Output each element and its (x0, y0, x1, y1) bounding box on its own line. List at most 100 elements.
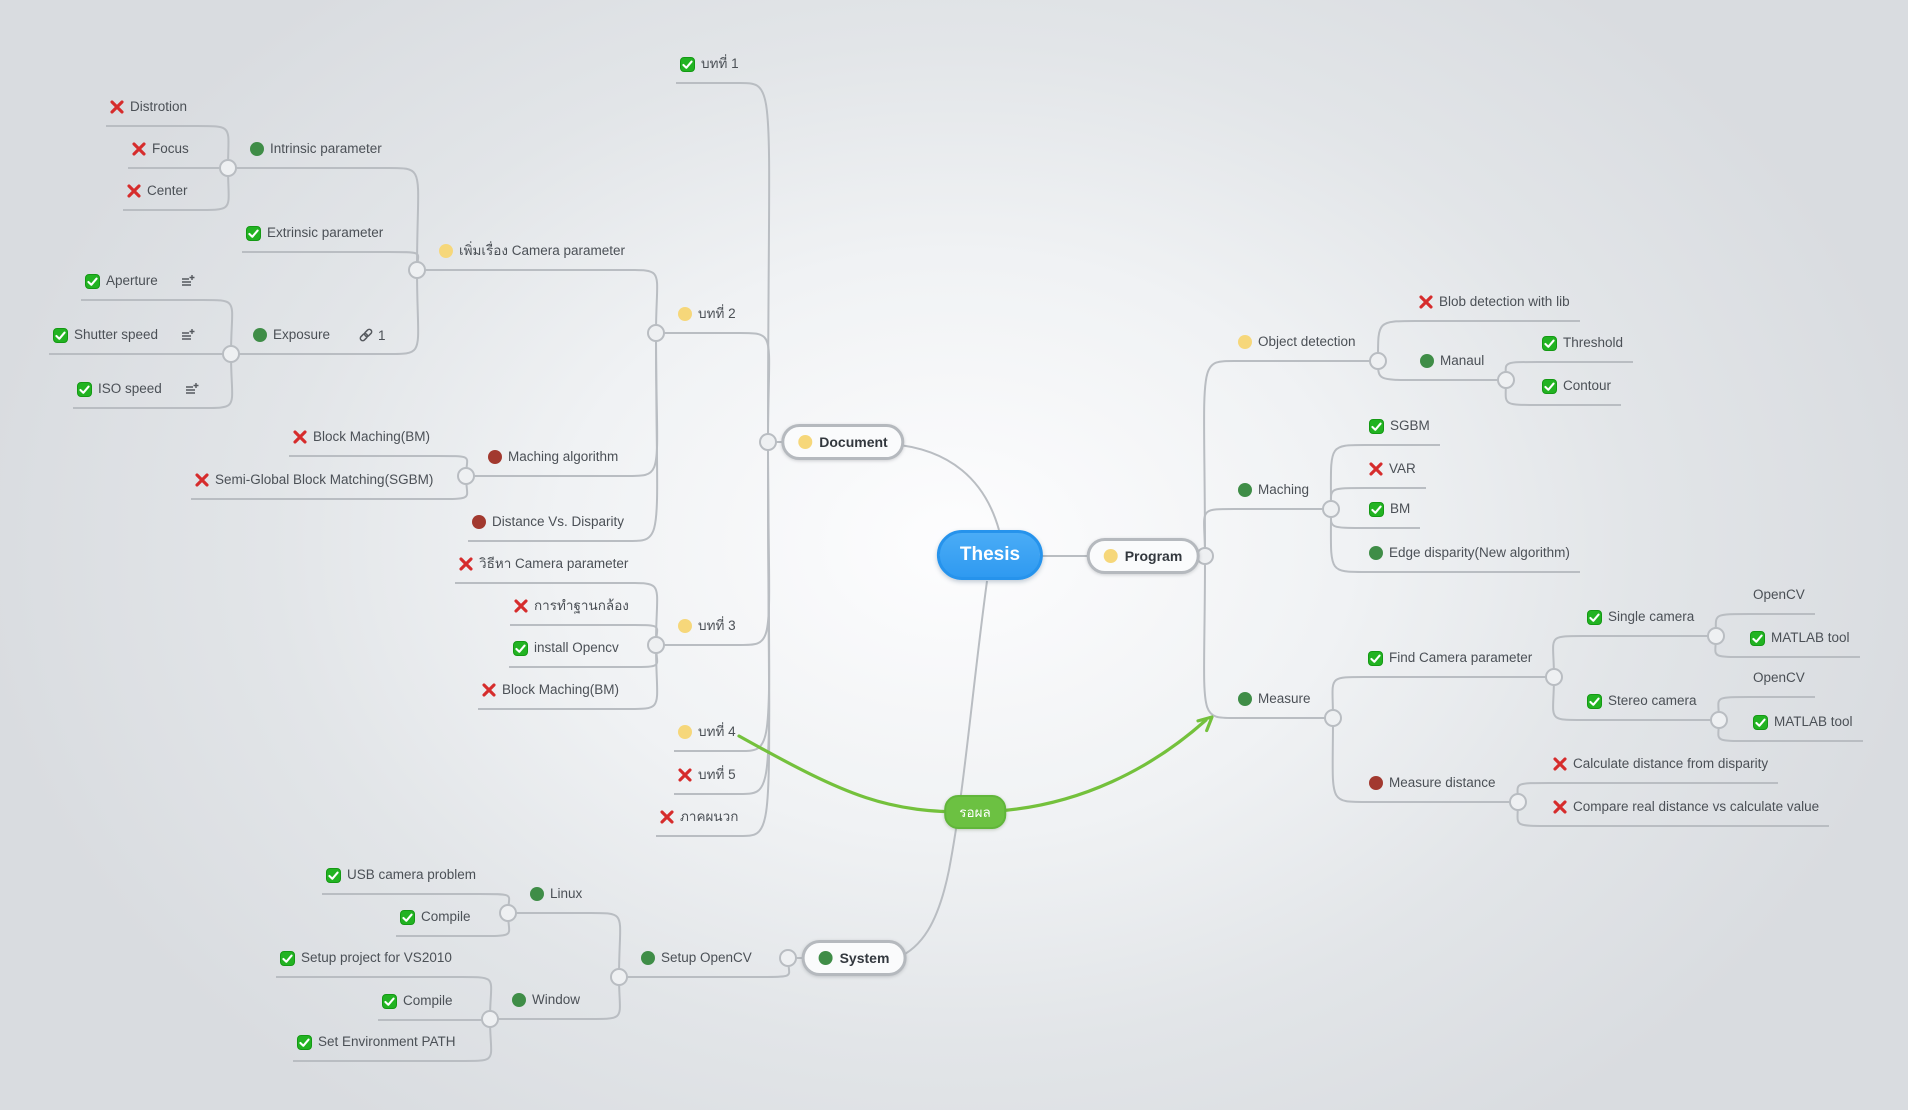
node-window[interactable]: Window (512, 990, 580, 1010)
node-blob[interactable]: Blob detection with lib (1419, 292, 1570, 312)
node-compile2[interactable]: Compile (382, 991, 453, 1011)
node-stereo_cam[interactable]: Stereo camera (1587, 691, 1697, 711)
node-compile1[interactable]: Compile (400, 907, 471, 927)
green-status-dot-icon (1420, 354, 1434, 368)
node-dist_disp[interactable]: Distance Vs. Disparity (472, 512, 624, 532)
cross-icon (514, 599, 528, 613)
link-icon[interactable]: 1 (358, 327, 386, 343)
collapse-handle[interactable] (647, 636, 665, 654)
node-center[interactable]: Center (127, 181, 188, 201)
node-bk2[interactable]: บทที่ 2 (678, 304, 736, 324)
collapse-handle[interactable] (1497, 371, 1515, 389)
check-icon (297, 1034, 312, 1050)
node-sgbm1[interactable]: Semi-Global Block Matching(SGBM) (195, 470, 433, 490)
node-shutter[interactable]: Shutter speed (53, 325, 195, 345)
node-label: Shutter speed (74, 327, 159, 342)
node-setup_ocv[interactable]: Setup OpenCV (641, 948, 752, 968)
node-find_cam[interactable]: Find Camera parameter (1368, 648, 1532, 668)
node-focus[interactable]: Focus (132, 139, 189, 159)
branch-line (508, 912, 622, 978)
node-single_cam[interactable]: Single camera (1587, 607, 1694, 627)
collapse-handle[interactable] (457, 467, 475, 485)
node-label: เพิ่มเรื่อง Camera parameter (459, 243, 626, 258)
collapse-handle[interactable] (408, 261, 426, 279)
node-bm2[interactable]: Block Maching(BM) (482, 680, 619, 700)
collapse-handle[interactable] (647, 324, 665, 342)
collapse-handle[interactable] (1369, 352, 1387, 370)
node-edge_disp[interactable]: Edge disparity(New algorithm) (1369, 543, 1570, 563)
collapse-handle[interactable] (1707, 627, 1725, 645)
node-bk5[interactable]: บทที่ 5 (678, 765, 736, 785)
node-rop[interactable]: รอผล (944, 795, 1006, 829)
node-meas_dist[interactable]: Measure distance (1369, 773, 1496, 793)
collapse-handle[interactable] (1322, 500, 1340, 518)
node-bk4[interactable]: บทที่ 4 (678, 722, 736, 742)
node-bk1[interactable]: บทที่ 1 (680, 54, 739, 74)
note-icon[interactable] (180, 274, 195, 289)
collapse-handle[interactable] (1509, 793, 1527, 811)
node-maching[interactable]: Maching (1238, 480, 1309, 500)
node-install_ocv[interactable]: install Opencv (513, 638, 619, 658)
node-usb[interactable]: USB camera problem (326, 865, 476, 885)
node-label: install Opencv (534, 640, 619, 655)
node-intrinsic[interactable]: Intrinsic parameter (250, 139, 382, 159)
node-doc[interactable]: Document (781, 424, 905, 460)
node-ocv1[interactable]: OpenCV (1753, 585, 1805, 605)
node-label: บทที่ 5 (698, 767, 736, 782)
collapse-handle[interactable] (610, 968, 628, 986)
node-matlab1[interactable]: MATLAB tool (1750, 628, 1850, 648)
collapse-handle[interactable] (481, 1010, 499, 1028)
node-sgbm2[interactable]: SGBM (1369, 416, 1430, 436)
node-bm1[interactable]: Block Maching(BM) (293, 427, 430, 447)
node-obj_det[interactable]: Object detection (1238, 332, 1356, 352)
node-bm3[interactable]: BM (1369, 499, 1410, 519)
node-matlab2[interactable]: MATLAB tool (1753, 712, 1853, 732)
node-vs2010[interactable]: Setup project for VS2010 (280, 948, 452, 968)
branch-line (490, 976, 621, 1020)
note-icon[interactable] (184, 382, 199, 397)
node-extrinsic[interactable]: Extrinsic parameter (246, 223, 383, 243)
node-ocv2[interactable]: OpenCV (1753, 668, 1805, 688)
node-linux[interactable]: Linux (530, 884, 582, 904)
collapse-handle[interactable] (499, 904, 517, 922)
node-envpath[interactable]: Set Environment PATH (297, 1032, 456, 1052)
green-status-dot-icon (818, 951, 833, 965)
node-label: Block Maching(BM) (313, 429, 431, 444)
collapse-handle[interactable] (1324, 709, 1342, 727)
collapse-handle[interactable] (759, 433, 777, 451)
branch-line (242, 251, 420, 271)
node-appendix[interactable]: ภาคผนวก (660, 807, 738, 827)
node-var[interactable]: VAR (1369, 459, 1416, 479)
collapse-handle[interactable] (1710, 711, 1728, 729)
branch-line (123, 167, 230, 211)
node-add_cam[interactable]: เพิ่มเรื่อง Camera parameter (439, 241, 625, 261)
collapse-handle[interactable] (1196, 547, 1214, 565)
node-aperture[interactable]: Aperture (85, 271, 195, 291)
node-bk3[interactable]: บทที่ 3 (678, 616, 736, 636)
node-contour[interactable]: Contour (1542, 376, 1611, 396)
collapse-handle[interactable] (222, 345, 240, 363)
collapse-handle[interactable] (219, 159, 237, 177)
node-mach_alg[interactable]: Maching algorithm (488, 447, 618, 467)
check-icon (400, 909, 415, 925)
node-comp_dist[interactable]: Compare real distance vs calculate value (1553, 797, 1819, 817)
node-calc_dist[interactable]: Calculate distance from disparity (1553, 754, 1768, 774)
note-icon[interactable] (180, 328, 195, 343)
branch-line (896, 580, 988, 959)
node-measure[interactable]: Measure (1238, 689, 1311, 709)
node-manaul[interactable]: Manaul (1420, 351, 1484, 371)
node-prog[interactable]: Program (1086, 538, 1200, 574)
collapse-handle[interactable] (1545, 668, 1563, 686)
node-threshold[interactable]: Threshold (1542, 333, 1623, 353)
node-how_cam[interactable]: วิธีหา Camera parameter (459, 554, 628, 574)
node-cam_base[interactable]: การทำฐานกล้อง (514, 596, 629, 616)
node-iso[interactable]: ISO speed (77, 379, 199, 399)
node-sys[interactable]: System (801, 940, 907, 976)
node-thesis[interactable]: Thesis (936, 530, 1044, 580)
collapse-handle[interactable] (779, 949, 797, 967)
check-icon (382, 993, 397, 1009)
branch-line (455, 582, 659, 646)
node-distrotion[interactable]: Distrotion (110, 97, 187, 117)
